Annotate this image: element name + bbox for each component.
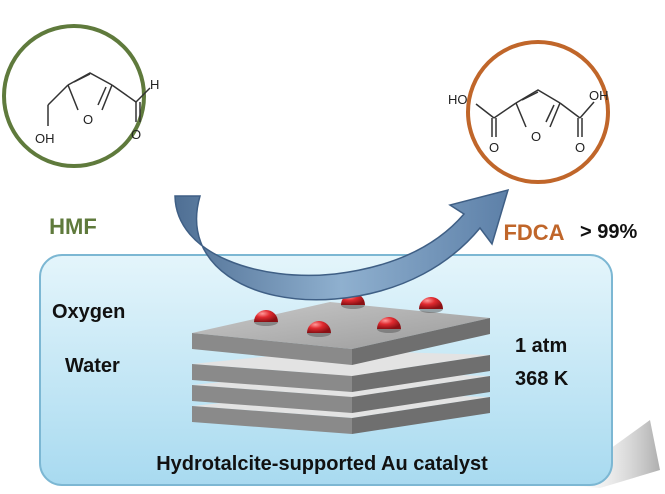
- hmf-circle: [2, 24, 146, 168]
- yield-label: > 99%: [580, 221, 637, 243]
- hmf-atom-ring-o: O: [83, 112, 93, 127]
- fdca-label: FDCA: [503, 220, 564, 245]
- hmf-atom-h: H: [150, 77, 159, 92]
- fdca-circle: [466, 40, 610, 184]
- au-particle: [377, 317, 401, 333]
- au-particle: [419, 297, 443, 313]
- hmf-atom-oh: OH: [35, 131, 55, 146]
- pressure-label: 1 atm: [515, 335, 567, 357]
- hmf-label: HMF: [49, 214, 97, 239]
- hmf-structure: [47, 72, 151, 126]
- hydrotalcite-stack: [192, 302, 490, 434]
- fdca-atom-ho: HO: [448, 92, 468, 107]
- fdca-atom-right-o: O: [575, 140, 585, 155]
- fdca-atom-ring-o: O: [531, 129, 541, 144]
- reaction-arrow: [174, 188, 510, 301]
- au-particle: [254, 310, 278, 326]
- fdca-structure: [475, 89, 595, 137]
- au-particle: [307, 321, 331, 337]
- fdca-atom-oh: OH: [589, 88, 609, 103]
- temperature-label: 368 K: [515, 368, 569, 390]
- oxygen-label: Oxygen: [52, 301, 125, 323]
- water-label: Water: [65, 355, 120, 377]
- fdca-atom-left-o: O: [489, 140, 499, 155]
- catalyst-label: Hydrotalcite-supported Au catalyst: [156, 453, 488, 475]
- hmf-atom-carbonyl-o: O: [131, 127, 141, 142]
- sheet-layer-1: [192, 302, 490, 365]
